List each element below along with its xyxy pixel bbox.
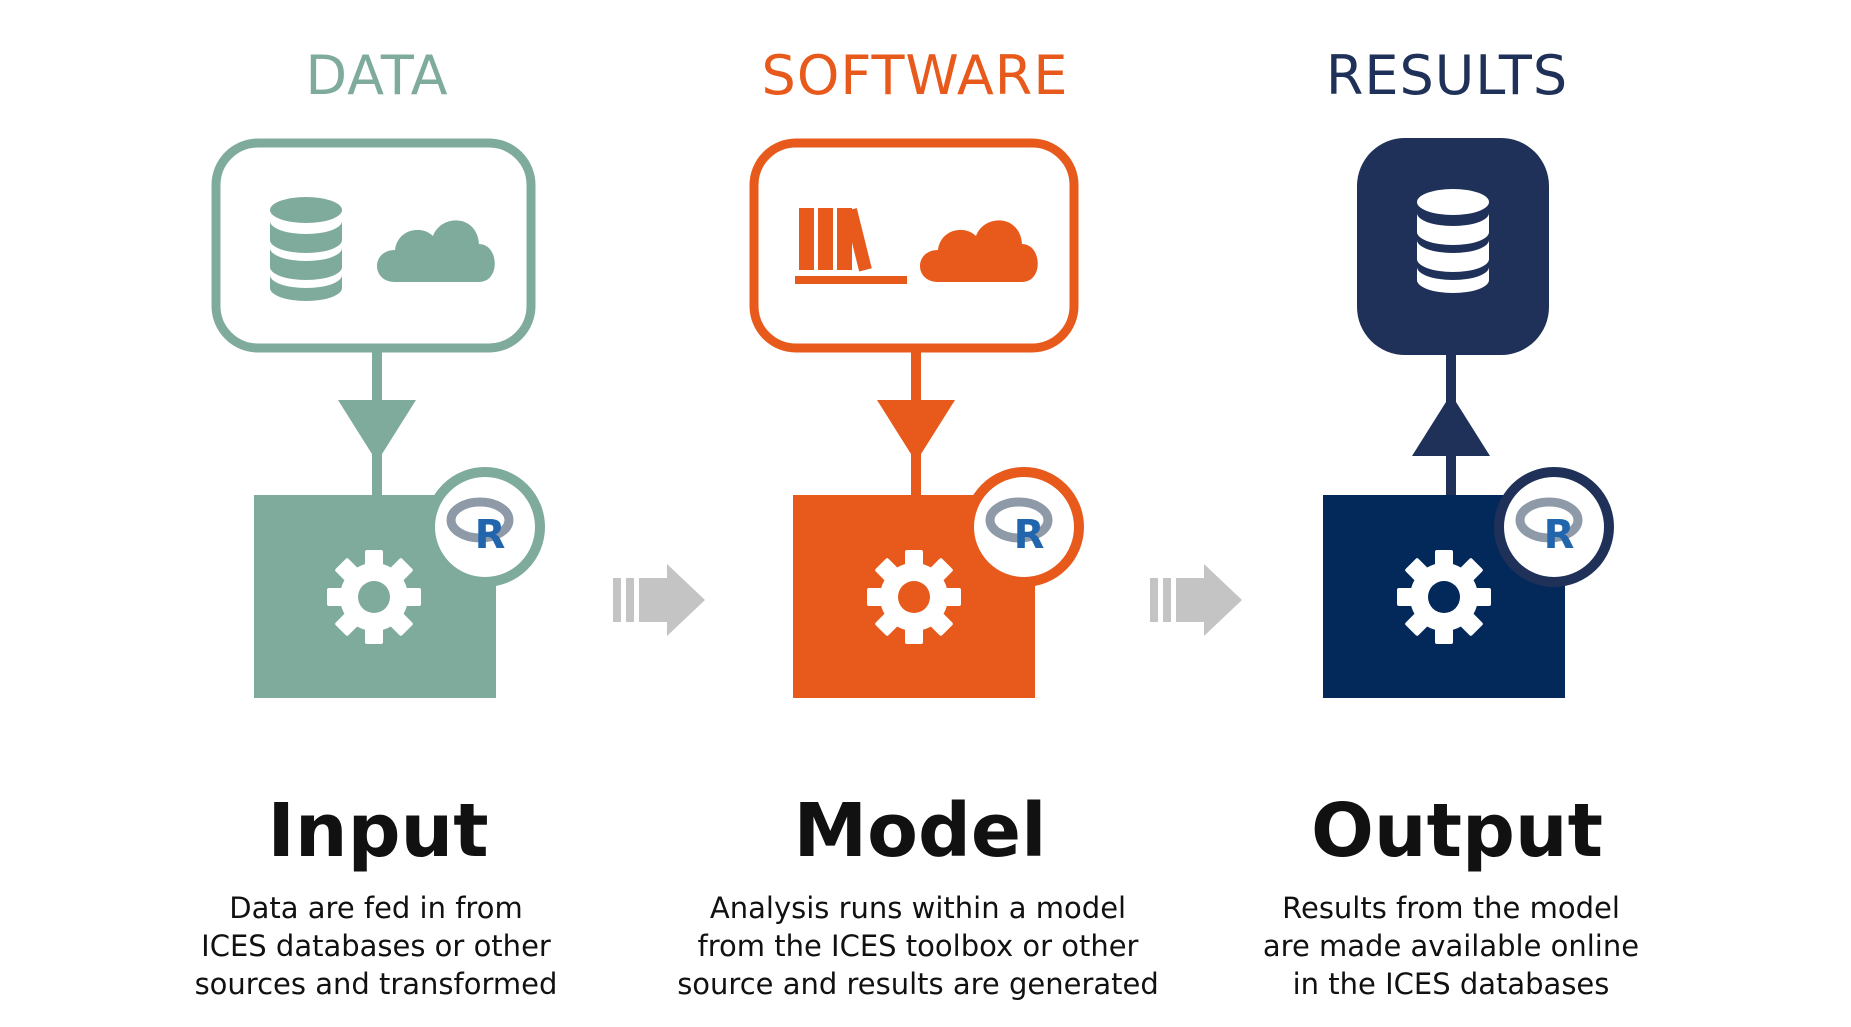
description-line: are made available online xyxy=(1263,929,1639,963)
gear-icon xyxy=(307,530,441,664)
software-source-box xyxy=(749,138,1079,353)
up-arrow-icon xyxy=(1412,394,1490,456)
down-arrow-icon xyxy=(877,400,955,462)
cloud-icon xyxy=(377,220,495,282)
description-line: ICES databases or other xyxy=(201,929,551,963)
r-logo-letter: R xyxy=(1014,512,1045,558)
description-line: source and results are generated xyxy=(677,967,1159,1001)
title-data: DATA xyxy=(305,44,448,107)
description-line: Results from the model xyxy=(1282,891,1620,925)
data-column: R xyxy=(211,138,545,698)
results-column: R xyxy=(1323,138,1614,698)
description-line: in the ICES databases xyxy=(1293,967,1610,1001)
r-logo: R xyxy=(1494,467,1614,587)
r-logo-letter: R xyxy=(475,512,506,558)
description-line: from the ICES toolbox or other xyxy=(698,929,1139,963)
r-logo-letter: R xyxy=(1544,512,1575,558)
description-line: sources and transformed xyxy=(195,967,558,1001)
stage-input: Input xyxy=(267,788,488,874)
data-source-box xyxy=(211,138,536,353)
stage-output: Output xyxy=(1311,788,1603,874)
results-database-box xyxy=(1357,138,1549,355)
down-arrow-icon xyxy=(338,400,416,462)
cloud-icon xyxy=(920,220,1038,282)
gear-icon xyxy=(847,530,981,664)
description-input: Data are fed in from ICES databases or o… xyxy=(195,891,558,1001)
description-line: Data are fed in from xyxy=(229,891,522,925)
flow-arrow-icon xyxy=(1150,564,1242,636)
database-icon xyxy=(270,197,342,301)
flow-arrow-icon xyxy=(613,564,705,636)
books-icon xyxy=(795,208,907,284)
title-results: RESULTS xyxy=(1326,44,1568,107)
title-software: SOFTWARE xyxy=(762,44,1069,107)
description-output: Results from the model are made availabl… xyxy=(1263,891,1639,1001)
description-line: Analysis runs within a model xyxy=(710,891,1126,925)
r-logo: R xyxy=(964,467,1084,587)
gear-icon xyxy=(1377,530,1511,664)
description-model: Analysis runs within a model from the IC… xyxy=(677,891,1159,1001)
software-column: R xyxy=(749,138,1084,698)
stage-model: Model xyxy=(793,788,1046,874)
r-logo: R xyxy=(425,467,545,587)
